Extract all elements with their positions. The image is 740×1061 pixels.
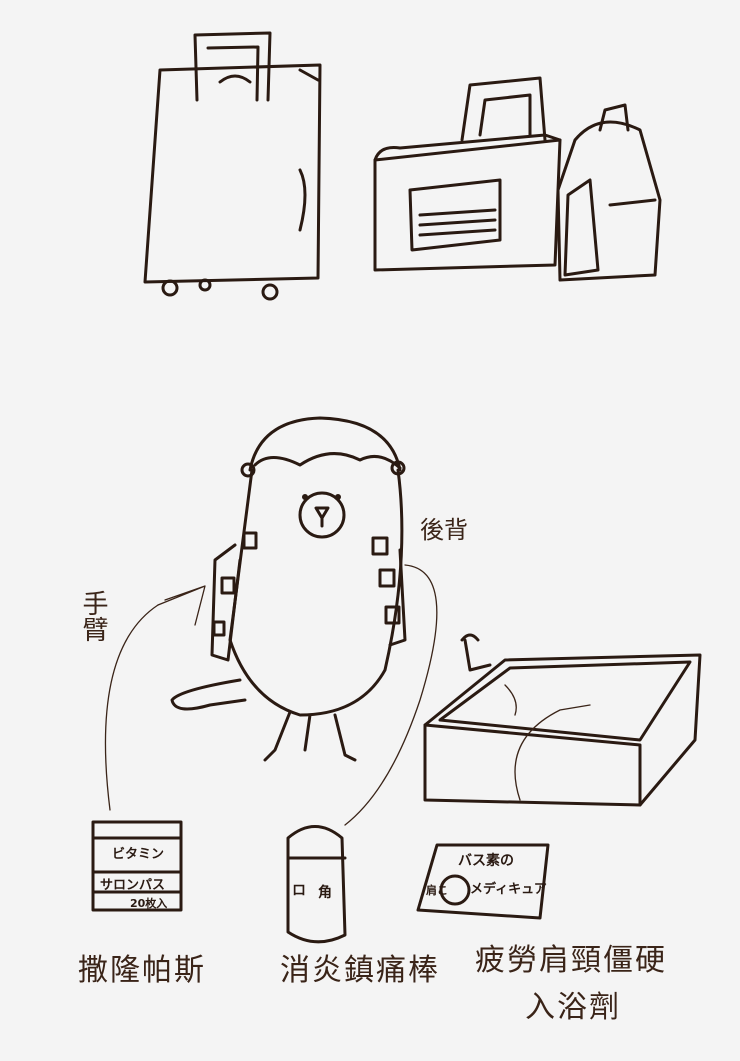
package-text: メディキュア bbox=[470, 882, 547, 897]
caption-bath-salts-line2: 入浴劑 bbox=[525, 990, 621, 1025]
package-text: 肩こ bbox=[426, 884, 448, 897]
backpack-drawing bbox=[556, 103, 662, 282]
package-text: 角 bbox=[318, 885, 332, 901]
package-text: 20枚入 bbox=[130, 897, 168, 910]
suitcase-drawing bbox=[143, 31, 322, 301]
annotation-arm: 手臂 bbox=[78, 590, 108, 642]
travel-bag-drawing bbox=[373, 76, 562, 272]
salonpas-box-drawing bbox=[91, 820, 183, 912]
package-text: サロンパス bbox=[100, 878, 166, 893]
package-text: ロ bbox=[292, 883, 306, 899]
annotation-back: 後背 bbox=[420, 516, 468, 544]
caption-ointment: 消炎鎮痛棒 bbox=[280, 953, 440, 988]
bathtub-drawing bbox=[423, 633, 702, 807]
package-text: ビタミン bbox=[112, 847, 165, 862]
ointment-bottle-drawing bbox=[286, 825, 347, 944]
package-text: バス素の bbox=[458, 853, 514, 869]
caption-bath-salts-line1: 疲勞肩頸僵硬 bbox=[475, 943, 667, 978]
caption-salonpas: 撒隆帕斯 bbox=[78, 953, 206, 988]
bear-character-drawing bbox=[104, 416, 438, 826]
bath-salts-box-drawing bbox=[416, 843, 550, 920]
